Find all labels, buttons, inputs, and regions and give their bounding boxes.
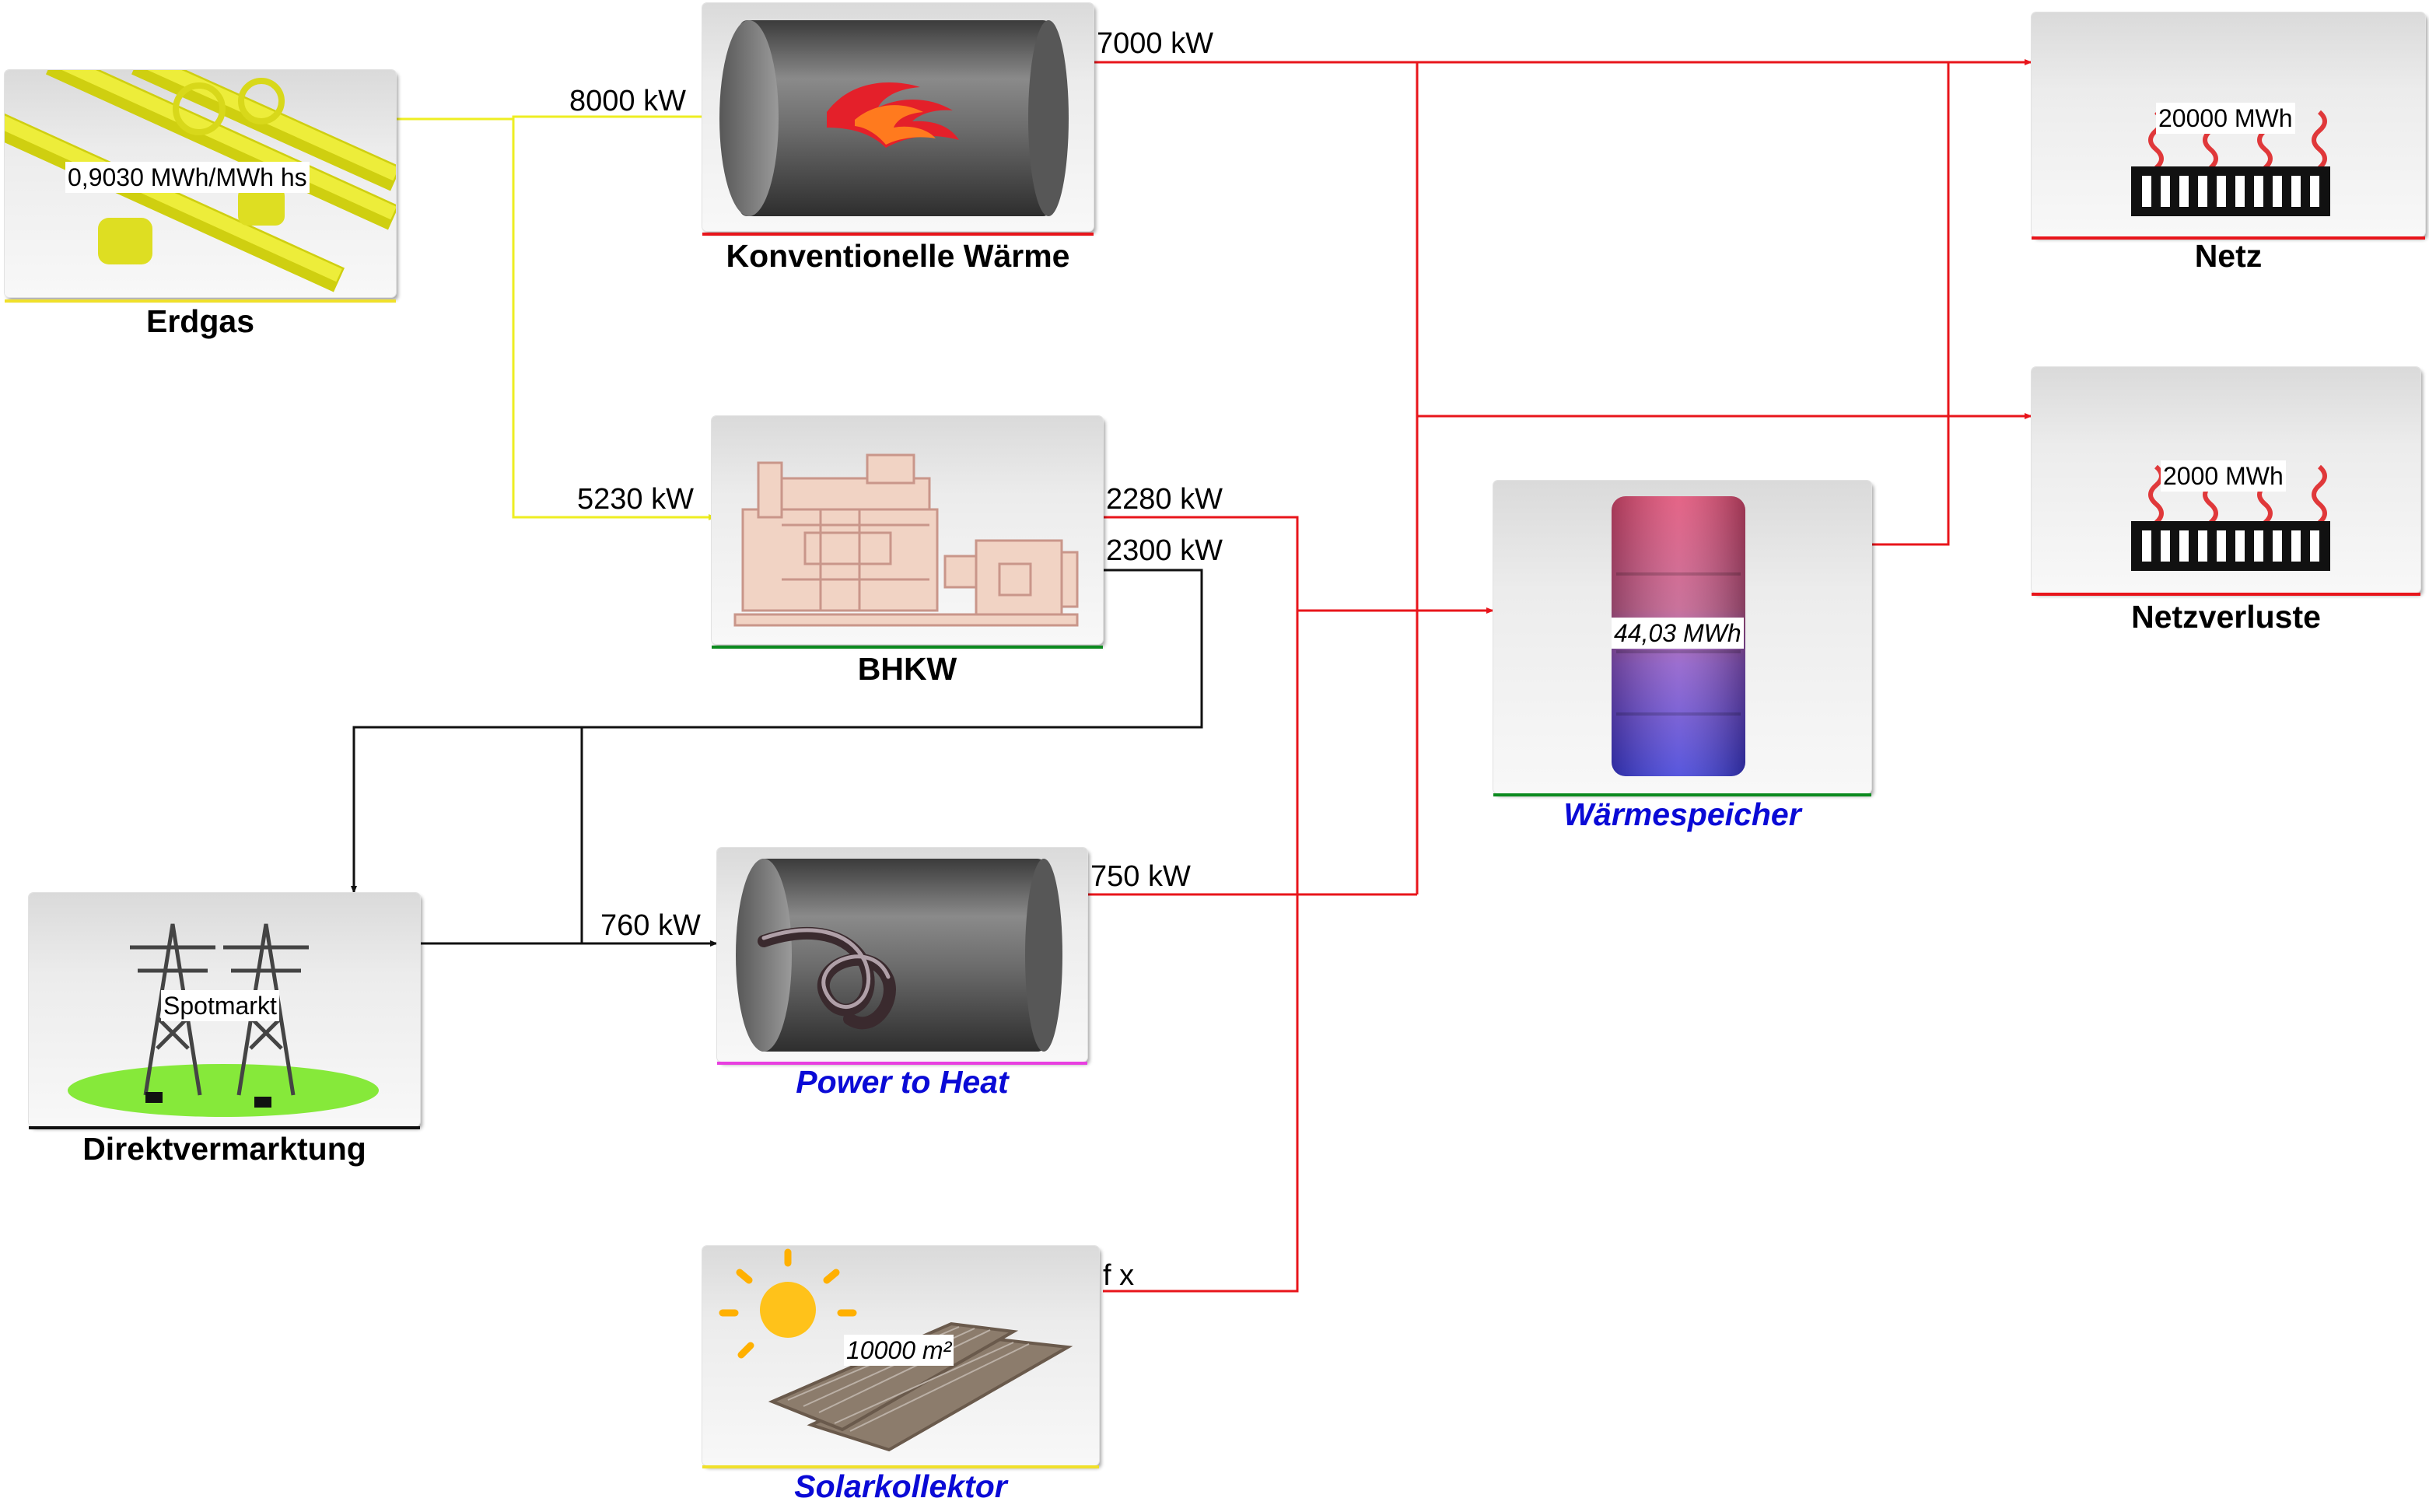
heat-line-bhkw[interactable] [1103,516,1299,1293]
netz-underline [2032,236,2425,240]
waermespeicher-title: Wärmespeicher [1563,796,1801,832]
gas-boiler-icon [719,20,1069,216]
flow-boiler-heat: 7000 kW [1097,27,1213,60]
node-netzverluste[interactable]: 2000 MWh Netzverluste [2032,367,2420,635]
erdgas-value: 0,9030 MWh/MWh hs [65,162,310,193]
flow-p2h-power: 760 kW [600,909,701,942]
netzverluste-value: 2000 MWh [2161,460,2286,492]
netzverluste-underline [2032,593,2420,596]
heat-radiator-icon [2131,464,2330,571]
netz-value: 20000 MWh [2156,103,2295,134]
solarkollektor-underline [702,1465,1099,1468]
netz-title: Netz [2194,238,2263,274]
gas-line-to-bhkw[interactable] [512,119,716,520]
bhkw-underline [712,646,1103,649]
flow-solar-heat: f x [1103,1259,1135,1292]
flow-p2h-heat: 750 kW [1090,860,1191,893]
bhkw-title: BHKW [857,651,957,687]
power-pylon-icon [68,923,379,1117]
heat-radiator-icon [2131,110,2330,216]
flow-gas-to-boiler: 8000 kW [569,85,686,117]
konventionell-title: Konventionelle Wärme [726,238,1070,274]
heat-line-storage-out[interactable] [1871,62,1950,546]
node-konventionelle-waerme[interactable]: Konventionelle Wärme [702,3,1094,274]
power-to-heat-title: Power to Heat [796,1064,1009,1100]
erdgas-title: Erdgas [146,303,254,339]
flow-gas-to-bhkw: 5230 kW [577,483,694,516]
erdgas-underline [5,299,396,303]
flow-bhkw-power: 2300 kW [1106,534,1223,567]
node-power-to-heat[interactable]: Power to Heat [717,848,1087,1100]
power-to-heat-underline [717,1062,1087,1065]
node-waermespeicher[interactable]: 44,03 MWh Wärmespeicher [1493,481,1871,832]
waermespeicher-underline [1493,793,1871,796]
power-line-bhkw[interactable] [351,569,1203,894]
gas-line-to-boiler[interactable] [397,114,710,121]
netzverluste-title: Netzverluste [2131,599,2321,635]
chp-engine-icon [733,453,1079,627]
solarkollektor-title: Solarkollektor [794,1468,1007,1504]
node-bhkw[interactable]: BHKW [712,416,1103,687]
solarkollektor-value: 10000 m² [844,1335,954,1366]
direktvermarktung-value: Spotmarkt [161,990,279,1021]
direktvermarktung-title: Direktvermarktung [82,1131,366,1167]
heating-coil-icon [736,859,1062,1052]
waermespeicher-value: 44,03 MWh [1612,618,1744,649]
flow-bhkw-heat: 2280 kW [1106,483,1223,516]
node-solarkollektor[interactable]: 10000 m² Solarkollektor [702,1246,1099,1504]
konventionell-underline [702,233,1094,236]
node-netz[interactable]: 20000 MWh Netz [2032,12,2425,274]
gas-pipeline-icon [5,70,396,292]
direktvermarktung-underline [29,1126,420,1129]
node-erdgas[interactable]: 0,9030 MWh/MWh hs Erdgas [5,70,396,339]
node-direktvermarktung[interactable]: Spotmarkt Direktvermarktung [29,893,420,1167]
